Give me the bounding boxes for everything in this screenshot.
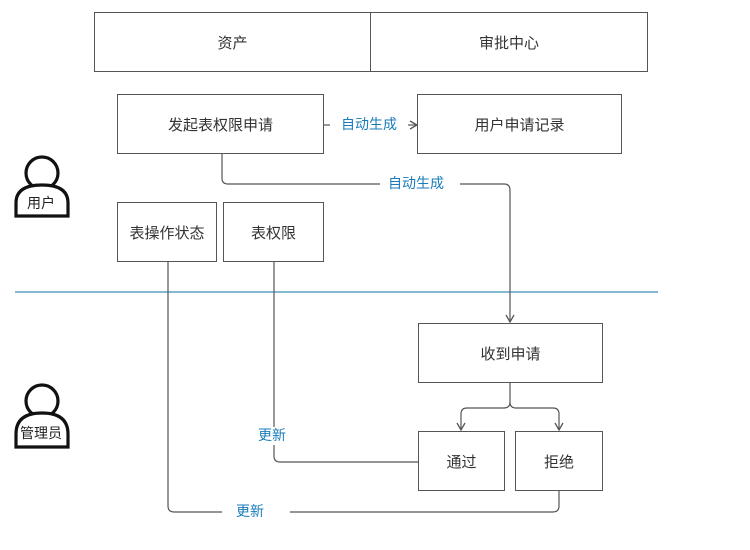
table-permission-label: 表权限 — [250, 223, 296, 242]
request-permission-box[interactable]: 发起表权限申请 — [117, 94, 324, 154]
connector-receive-to-approve — [456, 383, 511, 432]
table-operation-status-label: 表操作状态 — [129, 223, 205, 242]
update-label-permission: 更新 — [254, 427, 290, 445]
request-permission-label: 发起表权限申请 — [167, 115, 273, 134]
auto-generate-label-receive: 自动生成 — [384, 175, 448, 193]
receive-request-label: 收到申请 — [480, 344, 541, 363]
header-cell-assets-label: 资产 — [217, 33, 248, 52]
user-request-record-box[interactable]: 用户申请记录 — [417, 94, 622, 154]
reject-box[interactable]: 拒绝 — [515, 431, 603, 491]
approve-label: 通过 — [446, 452, 477, 471]
connector-receive-to-reject — [509, 401, 564, 432]
table-permission-box[interactable]: 表权限 — [223, 202, 324, 262]
receive-request-box[interactable]: 收到申请 — [418, 323, 603, 383]
header-cell-approval-center-label: 审批中心 — [478, 33, 539, 52]
connector-approve-to-permission — [273, 262, 418, 463]
user-request-record-label: 用户申请记录 — [474, 115, 565, 134]
update-label-status: 更新 — [232, 503, 268, 521]
connector-request-to-receive — [221, 154, 510, 322]
table-operation-status-box[interactable]: 表操作状态 — [117, 202, 217, 262]
auto-generate-label-record: 自动生成 — [337, 116, 401, 134]
person-icon — [14, 383, 70, 449]
user-actor-label: 用户 — [27, 196, 55, 212]
reject-label: 拒绝 — [543, 452, 574, 471]
connector-reject-to-status — [167, 262, 560, 513]
admin-actor-label: 管理员 — [20, 426, 62, 442]
header-cell-approval-center[interactable]: 审批中心 — [370, 12, 648, 72]
person-icon — [14, 155, 70, 218]
approve-box[interactable]: 通过 — [418, 431, 505, 491]
header-cell-assets[interactable]: 资产 — [94, 12, 371, 72]
